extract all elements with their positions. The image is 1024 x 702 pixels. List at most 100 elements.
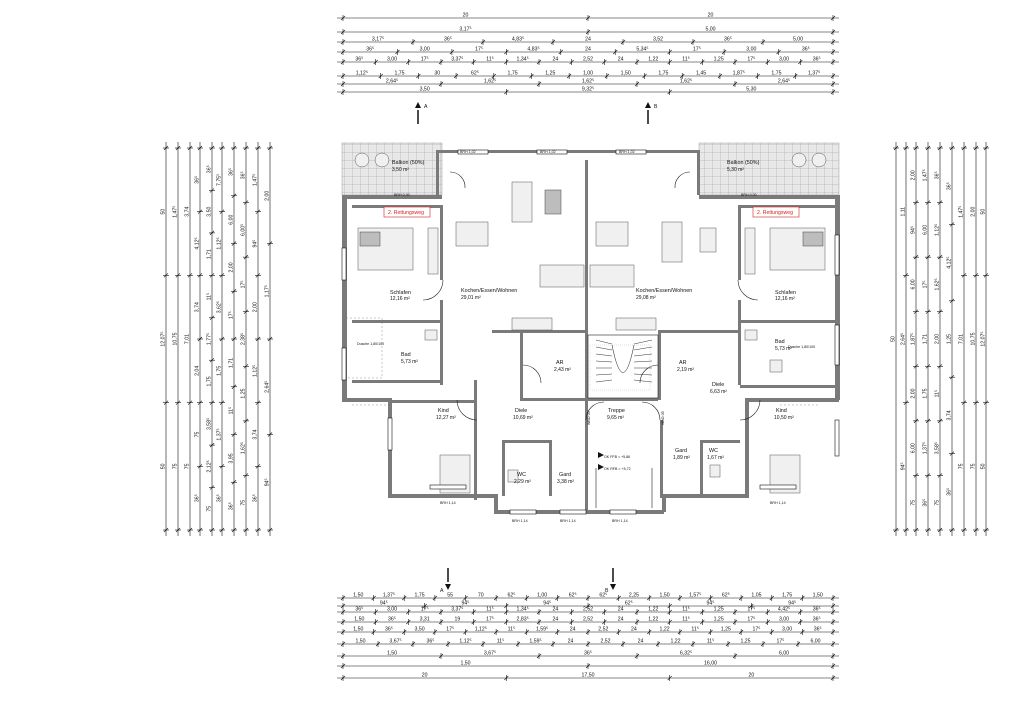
dim-bottom-row-4-label: 24	[631, 627, 637, 633]
dim-bottom-row-5-label: 1,50	[355, 639, 365, 645]
dim-bottom-row-8-label: 20	[422, 673, 428, 679]
dim-right-col-1-label: 10,75	[971, 332, 977, 345]
dim-top-row-5-label: 1,12⁵	[356, 71, 368, 77]
rettungsweg-left: 2. Rettungsweg	[388, 210, 424, 216]
dim-top-row-3-label: 24	[585, 47, 591, 53]
dim-left-col-4-label: 3,50	[207, 207, 213, 217]
dim-bottom-row-4-label: 11⁵	[508, 627, 516, 633]
diele-right-area: 6,63 m²	[710, 389, 727, 395]
dim-bottom-row-2-label: 24	[552, 607, 558, 613]
dim-bottom-row-2-label: 11⁵	[486, 607, 494, 613]
dim-bottom-row-8-label: 20	[748, 673, 754, 679]
dim-top-row-3-label: 3,00	[746, 47, 756, 53]
dim-right-col-5-label: 36⁵	[923, 499, 929, 507]
dim-left-col-5-label: 3,62⁵	[217, 301, 223, 313]
dim-left-col-7-label: 36⁵	[241, 171, 247, 179]
dim-top-row-2-label: 3,17⁵	[372, 37, 384, 43]
dim-bottom-row-2-label: 1,34⁵	[517, 607, 529, 613]
dim-left-col-7-label: 1,62⁵	[241, 442, 247, 454]
dim-left-col-7-label: 75	[241, 500, 247, 506]
dim-left-col-8-label: 1,12⁵	[253, 365, 259, 377]
dim-right-col-5-label: 1,71	[923, 334, 929, 344]
window-right-1	[834, 234, 840, 276]
dim-left-col-4-label: 2,12⁵	[207, 460, 213, 472]
window-left-3	[387, 417, 393, 451]
dim-left-col-6-label: 1,71	[229, 358, 235, 368]
dim-bottom-row-0-label: 55	[447, 593, 453, 599]
dim-top-row-2-label: 24	[585, 37, 591, 43]
tv-left	[544, 189, 562, 215]
dim-left-col-2-label: 3,74	[185, 207, 191, 217]
dim-bottom-row-6-label: 36⁵	[584, 651, 592, 657]
dim-top-row-4-label: 11⁵	[486, 57, 494, 63]
schlafen-left-area: 12,16 m²	[390, 296, 410, 302]
kind-right-area: 10,50 m²	[774, 415, 794, 421]
kitchen-right	[589, 264, 635, 288]
dim-bottom-row-3-label: 2,52	[583, 617, 593, 623]
dim-left-col-7-label: 1,25	[241, 388, 247, 398]
dim-top-row-2-label: 3,52	[653, 37, 663, 43]
dim-top-row-5-label: 1,75	[394, 71, 404, 77]
dim-left-col-6-label: 36⁵	[229, 168, 235, 176]
dim-bottom-row-4-label: 36⁵	[814, 627, 822, 633]
dim-left-col-7-label: 2,38⁵	[241, 333, 247, 345]
dim-left-col-5-label: 1,12⁵	[217, 237, 223, 249]
dim-top-row-7-label: 9,32⁵	[582, 87, 594, 93]
door-kind-right	[739, 399, 761, 421]
bad-left-area: 5,73 m²	[401, 359, 418, 365]
entrance-door	[595, 468, 653, 508]
door-treppe-right	[641, 401, 661, 421]
door-schlafen-right	[737, 279, 759, 301]
dim-top-row-5-label: 30	[434, 71, 440, 77]
dim-left-col-8-label: 2,00	[253, 302, 259, 312]
ok-rfb-marker	[598, 464, 604, 470]
dim-bottom-row-2-label: 17⁵	[747, 607, 755, 613]
dim-right-col-8-label: 50	[891, 336, 897, 342]
dim-bottom-row-5-label: 36⁵	[427, 639, 435, 645]
schlafen-right-name: Schlafen	[775, 290, 796, 296]
dim-bottom-row-4-label: 17⁵	[446, 627, 454, 633]
dim-bottom-row-0-label: 1,50	[813, 593, 823, 599]
door-treppe-left	[585, 401, 605, 421]
dim-top-row-4-label: 2,52	[583, 57, 593, 63]
dim-left-col-3-label: 36⁵	[195, 176, 201, 184]
dim-bottom-row-2-label: 17⁵	[421, 607, 429, 613]
dim-bottom-row-1-label: 94⁵	[707, 601, 715, 607]
dim-right-col-5-label: 1,47⁵	[923, 169, 929, 181]
stair-step-right	[633, 353, 653, 357]
balcony-table-left-2	[374, 152, 390, 168]
sink-right	[744, 329, 758, 341]
door-balkon-right	[674, 171, 691, 189]
dim-right-col-3-label: 36⁵	[947, 488, 953, 496]
dim-top-row-4-label: 1,34⁵	[517, 57, 529, 63]
dim-bottom-row-5-label: 1,12⁵	[459, 639, 471, 645]
dim-left-col-4-label: 36⁵	[207, 165, 213, 173]
window-bottom-1	[429, 484, 467, 490]
dim-right-col-5-label: 6,00	[923, 225, 929, 235]
section-b-top-label: B	[654, 104, 658, 110]
dim-bottom-row-0-label: 62⁵	[599, 593, 607, 599]
section-a-top-label: A	[424, 104, 428, 110]
dining-table-left	[455, 221, 489, 247]
dim-bottom-row-1-label: 94⁵	[462, 601, 470, 607]
dim-top-row-6-label: 1,62⁵	[680, 79, 692, 85]
balkon-right-area: 5,30 m²	[727, 167, 744, 173]
dim-left-col-0-label: 50	[161, 209, 167, 215]
dim-left-col-4-label: 75	[207, 506, 213, 512]
dim-bottom-row-3-label: 17⁵	[747, 617, 755, 623]
dim-left-col-8-label: 36⁵	[253, 494, 259, 502]
bad-right-name: Bad	[775, 339, 785, 345]
dim-bottom-row-0-label: 1,50	[353, 593, 363, 599]
dim-right-col-0-label: 50	[981, 209, 987, 215]
dim-bottom-row-2-label: 36⁵	[355, 607, 363, 613]
dim-bottom-row-7-label: 1,50	[460, 661, 470, 667]
dusche-right: Dusche 1,80/100	[788, 345, 815, 349]
